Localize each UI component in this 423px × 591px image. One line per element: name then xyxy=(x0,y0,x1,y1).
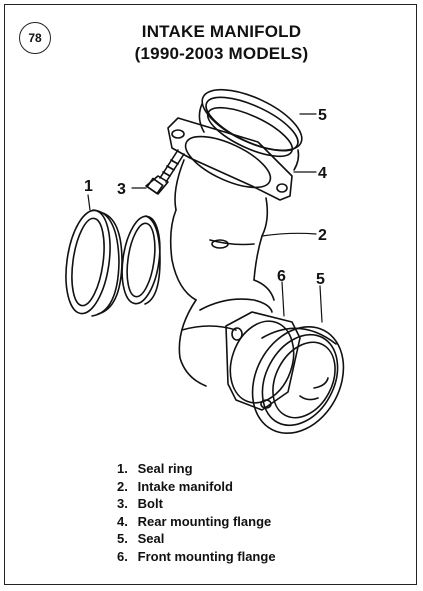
callout-5-top: 5 xyxy=(318,107,327,124)
legend-item: 5. Seal xyxy=(117,531,165,547)
seal-front-part xyxy=(251,325,345,435)
leader-lines xyxy=(87,113,323,323)
callout-2: 2 xyxy=(318,227,327,244)
figure-card xyxy=(4,4,417,585)
callout-6: 6 xyxy=(277,268,286,285)
legend-item: 3. Bolt xyxy=(117,496,163,512)
seal-ring-inner-part xyxy=(121,215,161,305)
figure-title: INTAKE MANIFOLD xyxy=(141,22,302,41)
callout-3: 3 xyxy=(117,181,126,198)
legend-item: 2. Intake manifold xyxy=(117,478,233,494)
seal-ring-part xyxy=(65,209,123,317)
callout-1: 1 xyxy=(84,178,93,195)
front-mounting-flange-part xyxy=(225,311,301,411)
legend-item: 1. Seal ring xyxy=(117,461,193,476)
bolt-part xyxy=(145,149,185,195)
callout-5-front: 5 xyxy=(316,271,325,288)
figure-subtitle: (1990-2003 MODELS) xyxy=(134,44,309,63)
intake-manifold-part xyxy=(167,117,293,387)
legend-item: 4. Rear mounting flange xyxy=(117,513,272,529)
callout-4: 4 xyxy=(318,165,327,182)
seal-top-part xyxy=(198,88,303,171)
figure-number-badge: 78 xyxy=(19,22,51,54)
legend-item: 6. Front mounting flange xyxy=(117,548,276,564)
parts-legend: 1. Seal ring 2. Intake manifold 3. Bolt … xyxy=(117,460,276,566)
